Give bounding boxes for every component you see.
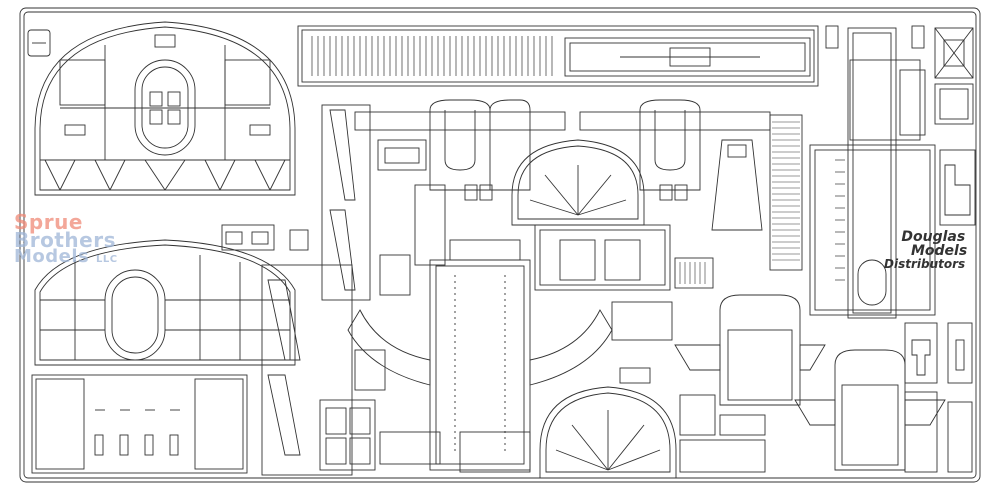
fret-inner-frame [23,11,977,479]
side-rails [261,104,386,476]
right-top-parts [825,25,974,125]
center-floor [347,239,613,471]
small-brackets [221,224,309,251]
seat-frame-left [354,99,566,201]
floor-panel-left [31,374,248,474]
seat-lower-right [794,349,946,471]
seat-frame-right [579,99,771,201]
right-tall-assembly [809,27,976,319]
watermark: Sprue Brothers Models LLC [14,212,118,266]
bulkhead-large [34,21,296,196]
misc-center-parts [377,139,766,473]
watermark-line3: Models LLC [14,248,118,266]
bulkhead-small [34,239,296,366]
right-bottom-parts [904,322,973,473]
seat-lower-left [674,294,826,406]
watermark-line3-text: Models [14,246,90,267]
watermark-line3-suffix: LLC [96,254,118,265]
seat-back-panel [711,139,763,231]
fret-frame [19,7,981,483]
distributor-line1: Douglas [901,229,966,245]
sunburst-dial-top [511,139,645,226]
instrument-panel [534,224,714,291]
grille-strip [297,25,819,87]
distributor-line2: Models [910,243,968,259]
sunburst-dial-bottom [539,386,677,479]
watermark-line1: Sprue [14,210,83,234]
fret-tab [27,29,51,57]
distributor-logo: Douglas Models Distributors [884,229,968,271]
ribbed-strip [769,114,803,271]
watermark-line2: Brothers [14,228,116,252]
distributor-line3: Distributors [884,257,966,271]
